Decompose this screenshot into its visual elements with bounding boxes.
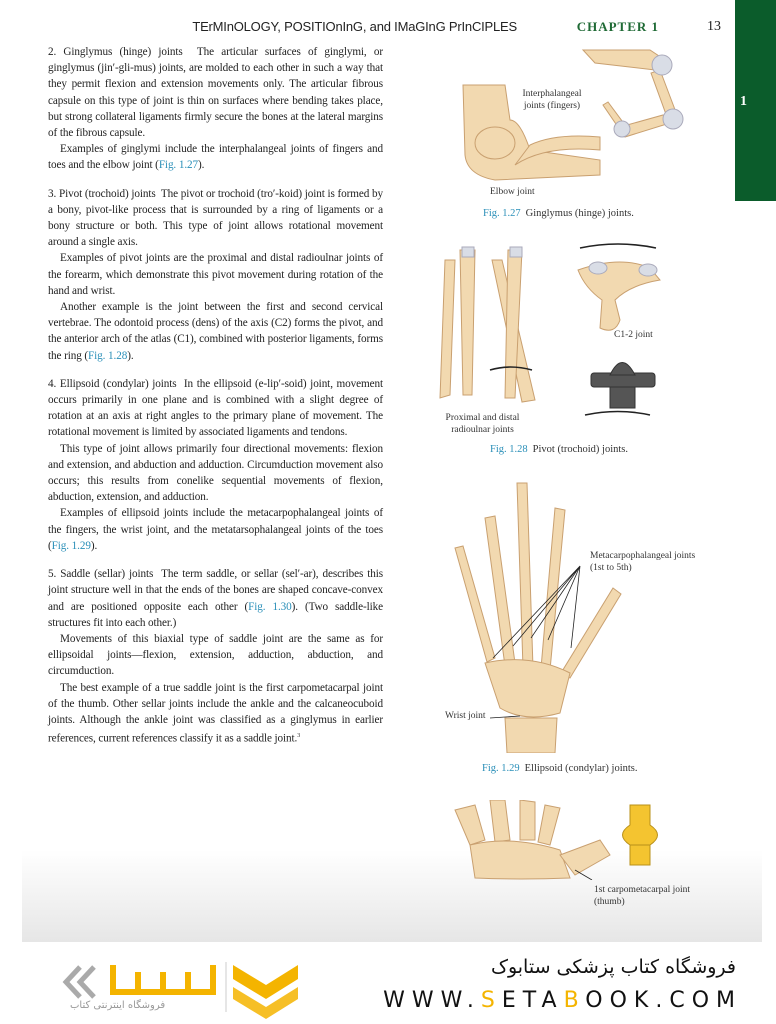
little-finger	[454, 545, 496, 663]
pivot-model	[590, 362, 656, 409]
paragraph: The pivot or trochoid (tro′-koid) joint …	[48, 187, 383, 249]
caption-text: Ginglymus (hinge) joints.	[525, 208, 634, 219]
chapter-side-tab: 1	[735, 0, 776, 201]
page-header: TErMInOLOGY, POSITIOnInG, and IMaGInG Pr…	[0, 19, 735, 37]
paragraph-tail: ).	[127, 349, 134, 362]
paragraph: Examples of ellipsoid joints include the…	[48, 507, 383, 552]
logo-wordmark-icon	[110, 965, 216, 995]
paragraph: Examples of pivot joints are the proxima…	[48, 252, 383, 297]
url-part: B	[563, 988, 586, 1013]
fig-1-28-caption: Fig. 1.28 Pivot (trochoid) joints.	[490, 444, 628, 455]
carpal-bones	[484, 659, 571, 718]
c1-c2-vertebrae	[577, 261, 661, 331]
thumb-metacarpal	[559, 839, 611, 876]
section-title: 5. Saddle (sellar) joints	[48, 568, 154, 581]
paragraph: The best example of a true saddle joint …	[48, 681, 383, 745]
ip-joint-capsule	[662, 108, 684, 130]
label-radioulnar: Proximal and distal radioulnar joints	[445, 413, 520, 435]
paragraph: Movements of this biaxial type of saddle…	[48, 632, 383, 678]
fig-1-29-caption: Fig. 1.29 Ellipsoid (condylar) joints.	[482, 763, 638, 774]
url-part: OOK.COM	[585, 988, 742, 1013]
label-interphalangeal: Interphalangeal joints (fingers)	[522, 89, 582, 111]
fig-link[interactable]: Fig. 1.30	[248, 600, 292, 613]
fig-1-27-caption: Fig. 1.27 Ginglymus (hinge) joints.	[483, 208, 634, 219]
label-elbow: Elbow joint	[490, 187, 535, 197]
fig-link[interactable]: Fig. 1.27	[158, 159, 199, 172]
ip-joint-capsule	[651, 54, 673, 76]
footnote-ref[interactable]: 3	[297, 733, 301, 740]
store-url[interactable]: WWW.SETABOOK.COM	[383, 988, 742, 1013]
fig-1-28-illustration	[439, 243, 661, 416]
pointer-line	[489, 715, 521, 719]
cartilage	[461, 246, 475, 258]
fig-number: Fig. 1.29	[482, 763, 520, 774]
elbow-ulna	[514, 135, 601, 166]
paragraph: Examples of ginglymi include the interph…	[48, 143, 383, 172]
rotation-arrow-icon	[579, 243, 657, 249]
url-part: S	[480, 988, 502, 1013]
fig-link[interactable]: Fig. 1.29	[51, 539, 91, 552]
pointer-line	[574, 869, 593, 880]
caption-text: Ellipsoid (condylar) joints.	[524, 763, 638, 774]
side-tab-number: 1	[740, 94, 747, 109]
section-title: 3. Pivot (trochoid) joints	[48, 187, 156, 200]
cartilage	[509, 246, 523, 258]
logo-chevrons-icon	[62, 965, 96, 999]
store-name: فروشگاه کتاب پزشکی ستابوک	[490, 956, 736, 978]
carpal-bones	[469, 840, 571, 880]
cartilage	[638, 263, 658, 277]
paragraph: The term saddle, or sellar (sel′-ar), de…	[48, 568, 383, 613]
section-pivot: 3. Pivot (trochoid) joints The pivot or …	[48, 186, 383, 364]
section-ginglymus: 2. Ginglymus (hinge) joints The articula…	[48, 44, 383, 174]
index-finger	[540, 507, 566, 671]
url-part: ETA	[501, 988, 564, 1013]
paragraph: Another example is the joint between the…	[48, 301, 383, 362]
section-ellipsoid: 4. Ellipsoid (condylar) joints In the el…	[48, 376, 383, 554]
caption-text: Pivot (trochoid) joints.	[532, 444, 629, 455]
text-column: 2. Ginglymus (hinge) joints The articula…	[48, 44, 383, 759]
paragraph-tail: ).	[90, 539, 98, 552]
section-title: 2. Ginglymus (hinge) joints	[48, 46, 183, 58]
fig-1-29-illustration	[454, 482, 622, 753]
rotation-arrow-icon	[489, 366, 533, 371]
middle-finger	[516, 482, 534, 669]
label-c12: C1-2 joint	[614, 330, 653, 340]
fig-link[interactable]: Fig. 1.28	[88, 349, 128, 362]
fig-number: Fig. 1.27	[483, 208, 521, 219]
cartilage	[588, 261, 608, 275]
logo-subtitle: فروشگاه اینترنتی کتاب	[70, 1000, 166, 1011]
radius-bone	[439, 259, 456, 399]
store-banner: فروشگاه اینترنتی کتاب فروشگاه کتاب پزشکی…	[0, 942, 776, 1024]
label-wrist: Wrist joint	[445, 711, 486, 721]
section-title: 4. Ellipsoid (condylar) joints	[48, 377, 177, 390]
paragraph: This type of joint allows primarily four…	[48, 442, 383, 504]
label-cmc: 1st carpometacarpal joint (thumb)	[594, 885, 691, 907]
fig-number: Fig. 1.28	[490, 444, 528, 455]
section-saddle: 5. Saddle (sellar) joints The term saddl…	[48, 566, 383, 747]
chapter-label: CHAPTER 1	[576, 19, 659, 34]
paragraph: In the ellipsoid (e-lip′-soid) joint, mo…	[48, 377, 383, 439]
logo-chevron-mark-icon	[233, 965, 298, 1019]
ulna-bone	[459, 249, 476, 396]
paragraph: The articular surfaces of ginglymi, or g…	[48, 46, 383, 140]
elbow-condyle	[474, 126, 516, 160]
fig-1-27-illustration	[462, 49, 684, 181]
label-mcp: Metacarpophalangeal joints (1st to 5th)	[590, 551, 696, 573]
fig-1-30-illustration	[454, 800, 658, 880]
saddle-joint-model	[622, 804, 658, 866]
ip-joint-capsule	[613, 120, 631, 138]
url-part: WWW.	[383, 988, 481, 1013]
radius-ulna	[504, 717, 558, 753]
metacarpals	[454, 800, 561, 846]
thumb	[560, 587, 622, 679]
page-number: 13	[707, 19, 721, 34]
setabook-logo	[62, 962, 298, 1019]
rotation-arrow-icon	[584, 410, 651, 416]
paragraph-tail: ). (Two saddle-like structures fit into …	[48, 600, 383, 629]
paragraph-tail: ).	[198, 159, 205, 172]
running-title: TErMInOLOGY, POSITIOnInG, and IMaGInG Pr…	[192, 19, 517, 34]
pointer-lines	[492, 565, 581, 659]
